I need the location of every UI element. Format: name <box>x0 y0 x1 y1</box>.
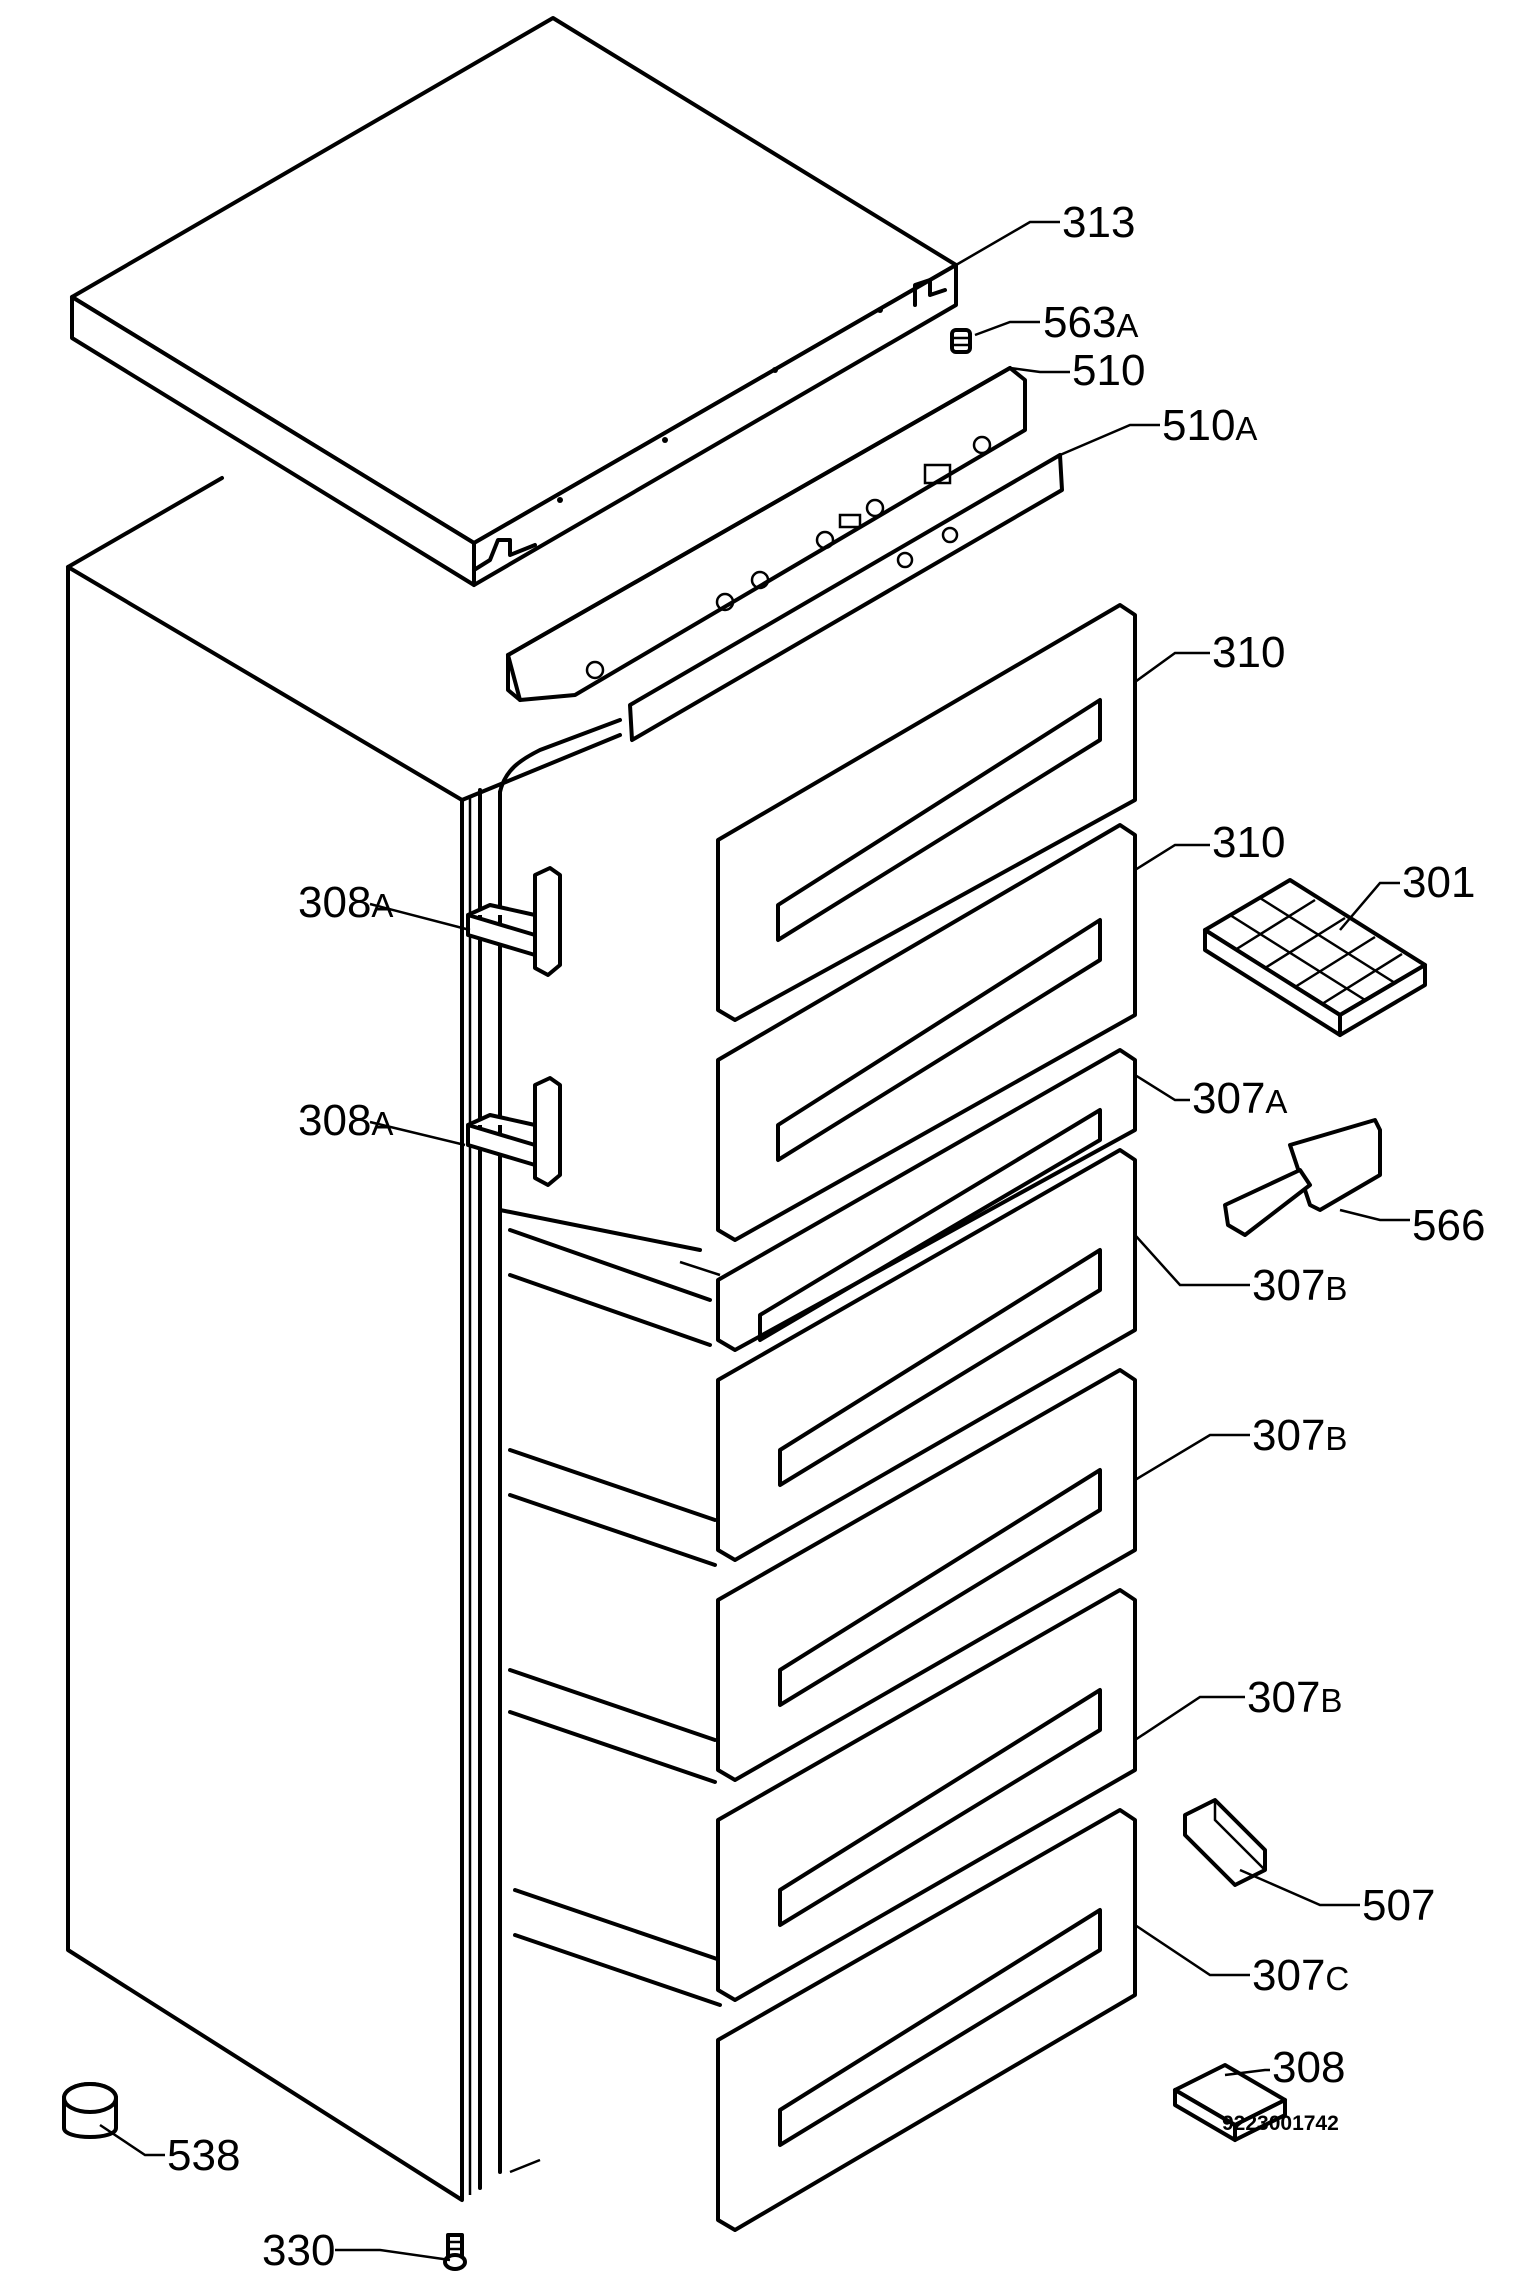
callout-label: 307B <box>1252 1261 1347 1310</box>
callout-label: 538 <box>167 2131 240 2180</box>
freezer-flap-part <box>716 603 1137 1022</box>
foot-part <box>62 2082 118 2139</box>
screw-part <box>443 2233 467 2271</box>
leader-lines <box>99 220 1410 2262</box>
callout-label: 330 <box>262 2226 335 2275</box>
callout-label: 566 <box>1412 1201 1485 1250</box>
callout-label: 307B <box>1247 1673 1342 1722</box>
bracket-part <box>1173 2063 1287 2142</box>
screw-part <box>950 328 972 354</box>
callout-label: 308A <box>298 1096 393 1145</box>
callout-label: 507 <box>1362 1881 1435 1930</box>
hinge-part <box>466 1076 562 1187</box>
drawer-part <box>716 1148 1137 1562</box>
callout-label: 313 <box>1062 198 1135 247</box>
drawer-part <box>716 1368 1137 1782</box>
callout-label: 307B <box>1252 1411 1347 1460</box>
callout-labels: 313 563A 510 510A 310 310 301 308A 308A … <box>167 198 1485 2275</box>
callout-label: 307C <box>1252 1951 1349 2000</box>
ice-scraper-part <box>1223 1118 1382 1237</box>
top-cover-part <box>70 16 958 587</box>
clip-part <box>1183 1798 1267 1887</box>
bottom-drawer-part <box>716 1808 1137 2232</box>
callout-label: 310 <box>1212 818 1285 867</box>
figure-code: 9223001742 <box>1222 2112 1339 2135</box>
callout-label: 563A <box>1043 298 1138 347</box>
callout-label: 301 <box>1402 858 1475 907</box>
small-drawer-part <box>716 1048 1137 1352</box>
ice-tray-part <box>1203 878 1427 1037</box>
callout-label: 510A <box>1162 401 1257 450</box>
drawer-part <box>716 1588 1137 2002</box>
cabinet-body <box>66 476 722 2202</box>
control-strip-part <box>628 453 1064 742</box>
hinge-part <box>466 866 562 977</box>
callout-label: 308 <box>1272 2043 1345 2092</box>
callout-label: 307A <box>1192 1074 1287 1123</box>
callout-label: 510 <box>1072 346 1145 395</box>
freezer-flap-part <box>716 823 1137 1242</box>
callout-label: 310 <box>1212 628 1285 677</box>
callout-label: 308A <box>298 878 393 927</box>
